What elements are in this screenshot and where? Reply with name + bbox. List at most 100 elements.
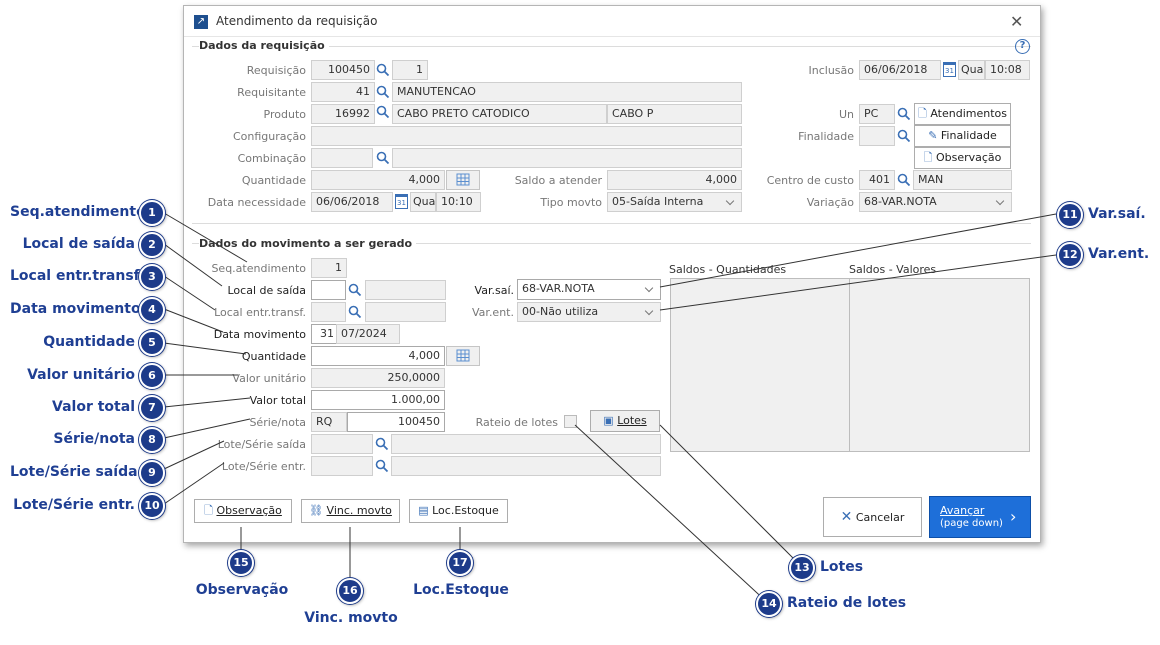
observacao-header-button-label: Observação — [935, 151, 1002, 164]
saldos-quantidades-title: Saldos - Quantidades — [669, 263, 787, 276]
cancelar-button-label: Cancelar — [855, 511, 905, 524]
calculator-grid-button[interactable] — [446, 170, 480, 190]
data-necessidade-label: Data necessidade — [207, 196, 306, 209]
nota-field[interactable]: 100450 — [347, 412, 445, 432]
search-icon[interactable] — [376, 85, 390, 99]
avancar-button-label: Avançar — [940, 504, 985, 517]
loc-estoque-button-label: Loc.Estoque — [432, 504, 499, 517]
callout-label-16: Vinc. movto — [304, 610, 398, 626]
lote-saida-label: Lote/Série saída — [217, 438, 306, 451]
inclusao-label: Inclusão — [808, 64, 855, 77]
avancar-button[interactable]: Avançar (page down) › — [929, 496, 1031, 538]
search-icon[interactable] — [897, 129, 911, 143]
inclusao-field[interactable]: 06/06/2018 — [859, 60, 941, 80]
produto-name-field[interactable]: CABO PRETO CATODICO — [392, 104, 607, 124]
callout-label-8: Série/nota — [53, 431, 135, 447]
loc-estoque-button[interactable]: ▤ Loc.Estoque — [409, 499, 508, 523]
document-icon: 🗋 — [923, 151, 933, 164]
lote-entr-field[interactable] — [311, 456, 373, 476]
produto-code-field[interactable]: 16992 — [311, 104, 375, 124]
finalidade-label: Finalidade — [798, 130, 854, 143]
quantidade-mov-field[interactable]: 4,000 — [311, 346, 445, 366]
search-icon[interactable] — [897, 173, 911, 187]
quantidade-field[interactable]: 4,000 — [311, 170, 445, 190]
callout-label-17: Loc.Estoque — [413, 582, 509, 598]
vinc-movto-button[interactable]: ⛓ Vinc. movto — [301, 499, 400, 523]
quantidade-label: Quantidade — [241, 174, 306, 187]
tipo-movto-select[interactable]: 05-Saída Interna — [607, 192, 742, 212]
un-field[interactable]: PC — [859, 104, 895, 124]
requisitante-name-field[interactable]: MANUTENCAO — [392, 82, 742, 102]
var-sai-select[interactable]: 68-VAR.NOTA — [517, 279, 661, 300]
finalidade-field[interactable] — [859, 126, 895, 146]
requisicao-field[interactable]: 100450 — [311, 60, 375, 80]
data-necessidade-field[interactable]: 06/06/2018 — [311, 192, 393, 212]
calculator-grid-button[interactable] — [446, 346, 480, 366]
calendar-icon[interactable]: 31 — [943, 62, 956, 77]
search-icon[interactable] — [375, 459, 389, 473]
serie-field: RQ — [311, 412, 347, 432]
callout-badge-6: 6 — [139, 363, 165, 389]
valor-unitario-label: Valor unitário — [232, 372, 306, 385]
local-entr-field[interactable] — [311, 302, 346, 322]
finalidade-button[interactable]: ✎ Finalidade — [914, 125, 1011, 147]
variacao-select[interactable]: 68-VAR.NOTA — [859, 192, 1012, 212]
valor-unitario-field: 250,0000 — [311, 368, 445, 388]
rateio-checkbox[interactable] — [564, 415, 577, 428]
data-movimento-month[interactable]: 07/2024 — [336, 324, 400, 344]
section-title-movimento: Dados do movimento a ser gerado — [199, 237, 417, 250]
centro-custo-code-field[interactable]: 401 — [859, 170, 895, 190]
observacao-header-button[interactable]: 🗋 Observação — [914, 147, 1011, 169]
search-icon[interactable] — [376, 151, 390, 165]
observacao-button-label: Observação — [216, 504, 282, 517]
section-frame — [192, 46, 1031, 224]
callout-badge-4: 4 — [139, 297, 165, 323]
tipo-movto-label: Tipo movto — [540, 196, 602, 209]
combinacao-name-field[interactable] — [392, 148, 742, 168]
combinacao-code-field[interactable] — [311, 148, 373, 168]
callout-badge-9: 9 — [139, 460, 165, 486]
quantidade-mov-label: Quantidade — [241, 350, 306, 363]
combinacao-label: Combinação — [237, 152, 306, 165]
configuracao-field[interactable] — [311, 126, 742, 146]
centro-custo-name-field[interactable]: MAN — [913, 170, 1012, 190]
inclusao-time[interactable]: 10:08 — [985, 60, 1030, 80]
lote-saida-desc-field — [391, 434, 661, 454]
callout-badge-14: 14 — [756, 591, 782, 617]
search-icon[interactable] — [376, 105, 390, 119]
callout-badge-11: 11 — [1057, 202, 1083, 228]
cancelar-button[interactable]: ✕ Cancelar — [823, 497, 922, 537]
close-icon[interactable]: ✕ — [1010, 12, 1024, 31]
search-icon[interactable] — [348, 283, 362, 297]
variacao-label: Variação — [806, 196, 854, 209]
calendar-icon[interactable]: 31 — [395, 194, 408, 209]
callout-label-11: Var.saí. — [1088, 206, 1146, 222]
search-icon[interactable] — [348, 305, 362, 319]
valor-total-field[interactable]: 1.000,00 — [311, 390, 445, 410]
data-movimento-day[interactable]: 31 — [311, 324, 337, 344]
atendimentos-button[interactable]: 🗋 Atendimentos — [914, 103, 1011, 125]
section-title-requisicao: Dados da requisição — [199, 39, 329, 52]
help-icon[interactable]: ? — [1015, 39, 1030, 54]
callout-label-3: Local entr.transf. — [10, 268, 145, 284]
observacao-button[interactable]: 🗋 Observação — [194, 499, 292, 523]
edit-icon: ✎ — [928, 129, 938, 142]
search-icon[interactable] — [376, 63, 390, 77]
close-icon: ✕ — [840, 509, 853, 525]
grid-icon — [456, 349, 470, 362]
produto-label: Produto — [263, 108, 306, 121]
var-ent-select[interactable]: 00-Não utiliza — [517, 302, 661, 322]
produto-short-field[interactable]: CABO P — [607, 104, 742, 124]
requisicao-seq-field[interactable]: 1 — [392, 60, 428, 80]
data-necessidade-time[interactable]: 10:10 — [436, 192, 481, 212]
centro-custo-label: Centro de custo — [766, 174, 854, 187]
search-icon[interactable] — [897, 107, 911, 121]
callout-badge-17: 17 — [447, 550, 473, 576]
lotes-button[interactable]: ▣ Lotes — [590, 410, 660, 432]
requisitante-code-field[interactable]: 41 — [311, 82, 375, 102]
search-icon[interactable] — [375, 437, 389, 451]
callout-badge-13: 13 — [789, 555, 815, 581]
callout-label-13: Lotes — [820, 559, 864, 575]
lote-saida-field[interactable] — [311, 434, 373, 454]
local-saida-field[interactable] — [311, 280, 346, 300]
